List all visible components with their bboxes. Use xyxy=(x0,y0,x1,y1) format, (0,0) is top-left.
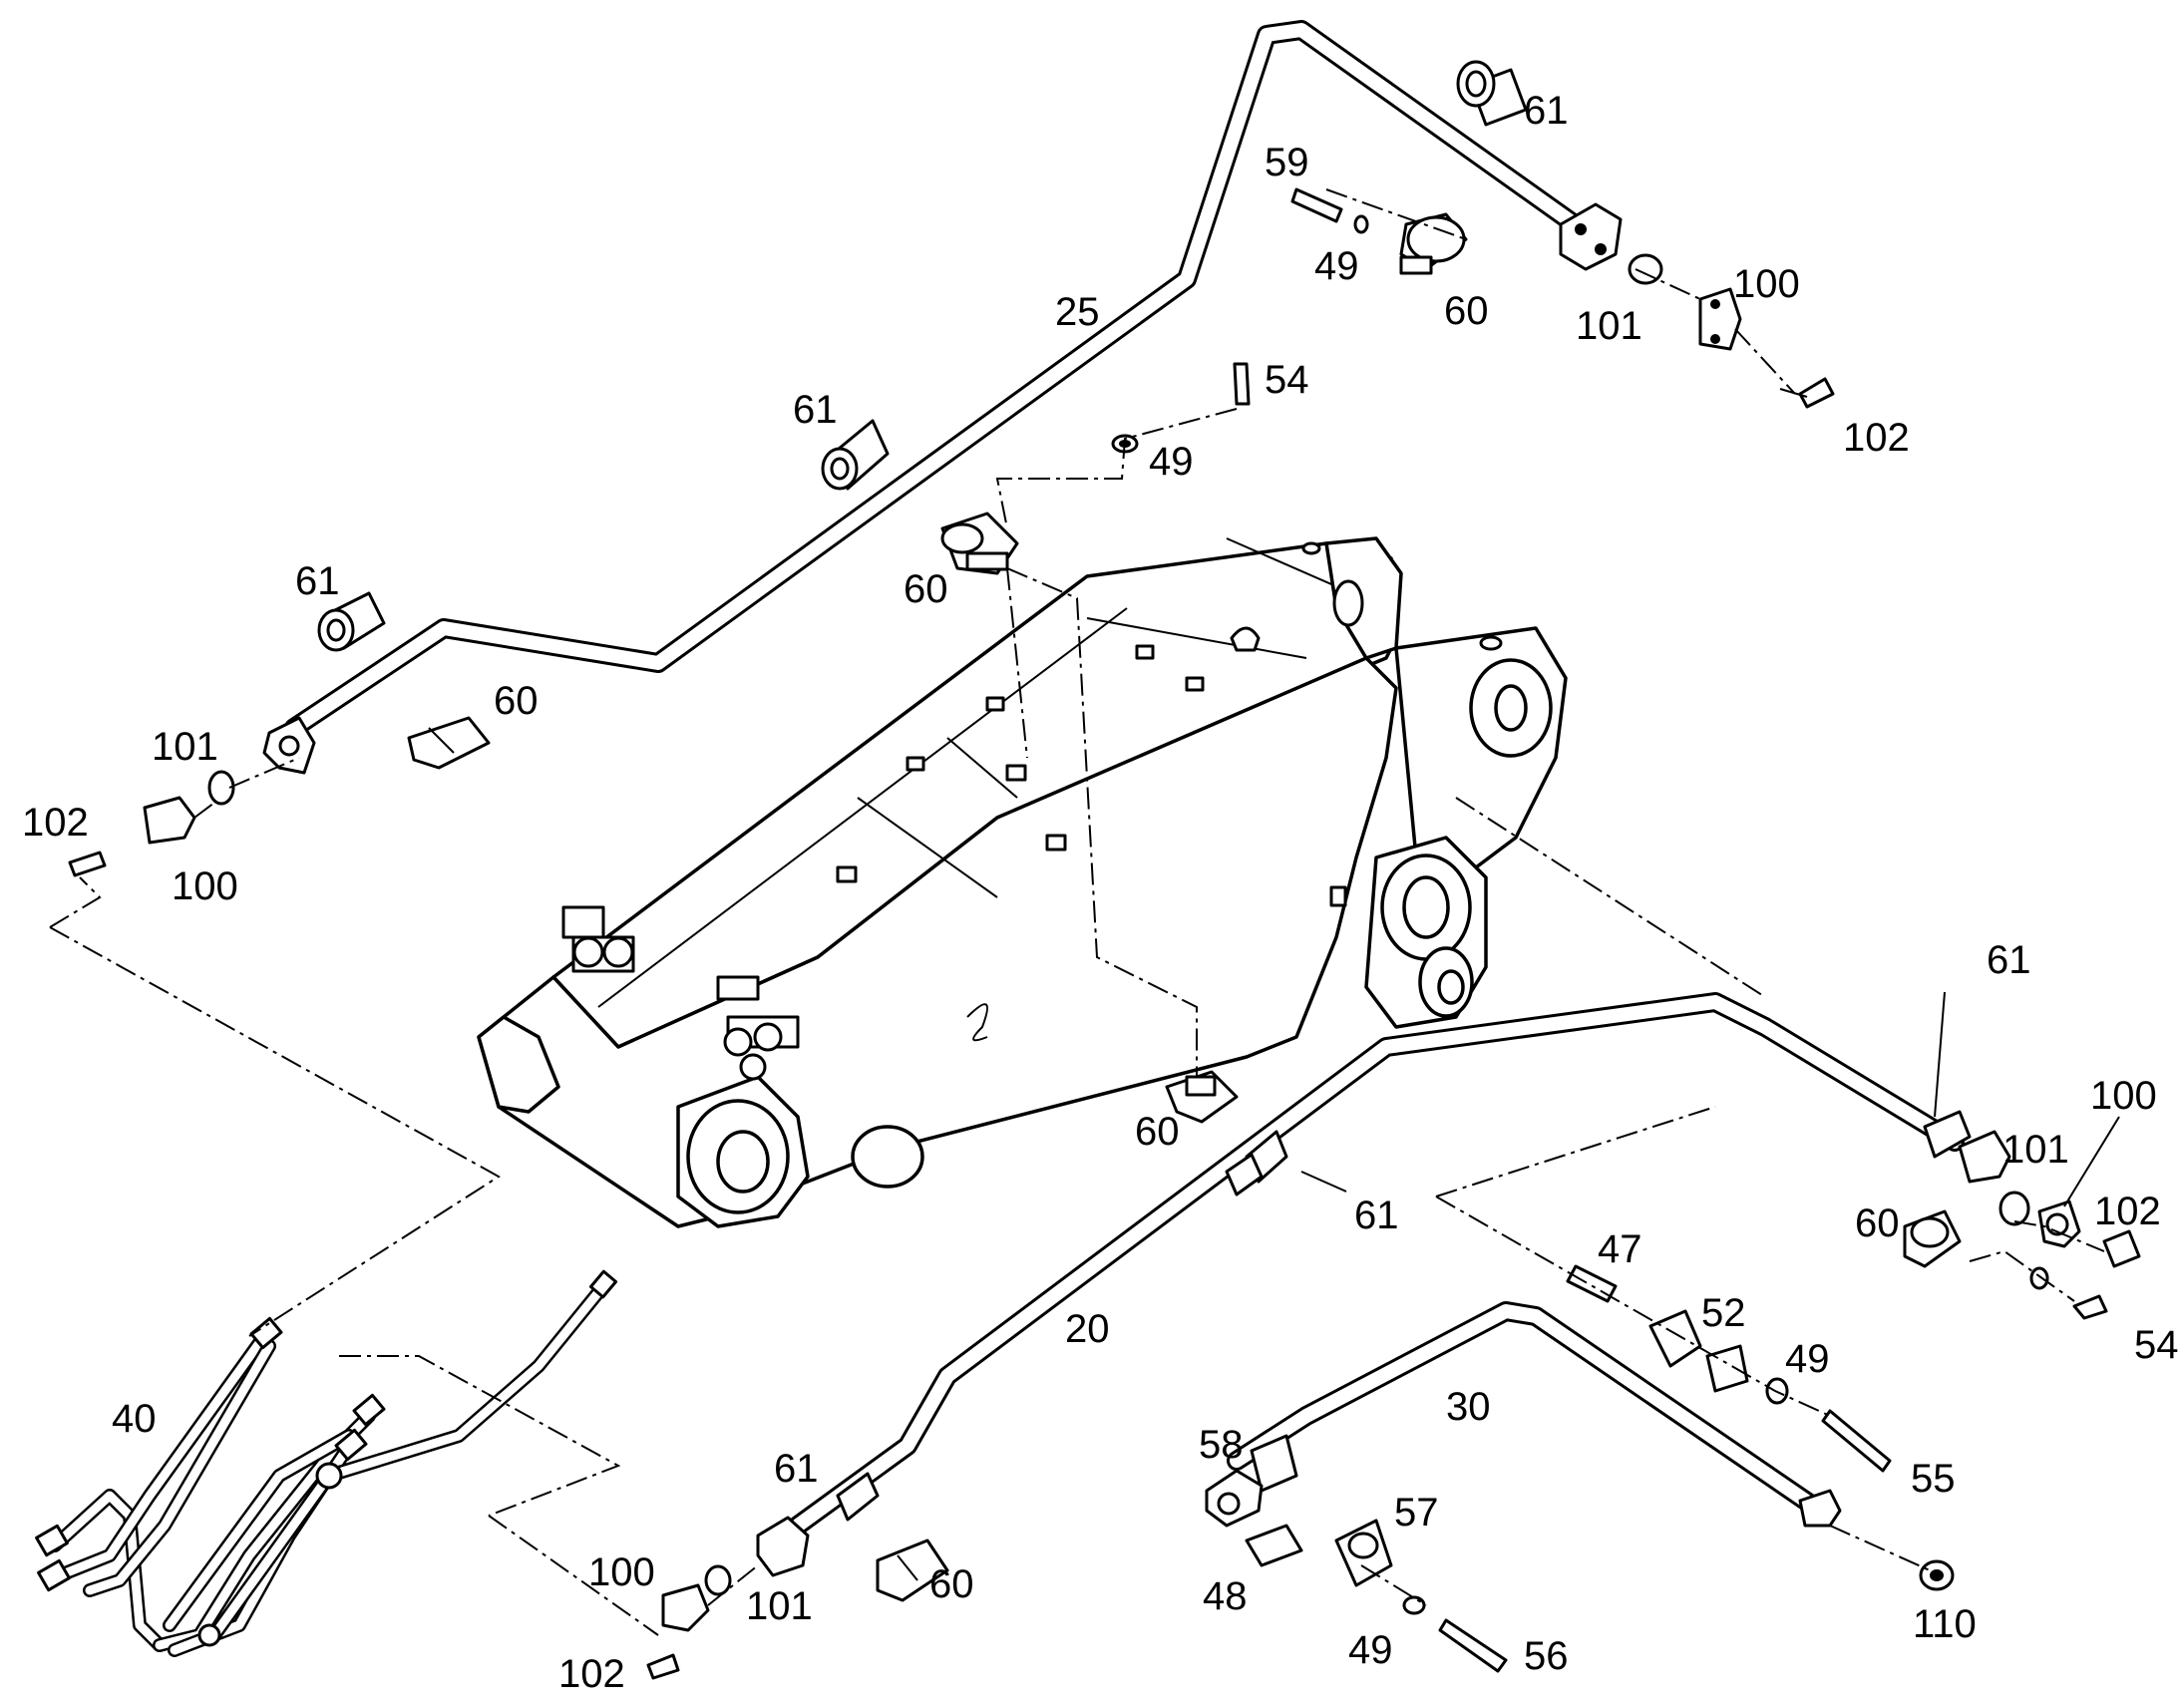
callout-101: 101 xyxy=(746,1584,813,1628)
callout-25: 25 xyxy=(1055,290,1100,334)
flange-group-left xyxy=(68,770,235,877)
callout-102: 102 xyxy=(22,801,89,845)
callout-60: 60 xyxy=(929,1562,974,1606)
pipe-30 xyxy=(1205,1301,1842,1528)
callout-61: 61 xyxy=(1354,1194,1399,1237)
sleeve-61-mid xyxy=(821,419,890,491)
callout-102: 102 xyxy=(558,1652,625,1696)
callout-54: 54 xyxy=(2134,1323,2179,1367)
boom-arm xyxy=(477,536,1568,1228)
callout-52: 52 xyxy=(1701,1291,1746,1335)
callout-56: 56 xyxy=(1524,1634,1569,1678)
callout-102: 102 xyxy=(2094,1190,2161,1233)
callout-100: 100 xyxy=(2090,1074,2157,1118)
callout-60: 60 xyxy=(904,567,948,611)
callouts: 25 61 59 49 60 101 100 102 54 61 49 60 6… xyxy=(22,89,2179,1696)
callout-100: 100 xyxy=(588,1550,655,1594)
callout-20: 20 xyxy=(1065,1307,1110,1351)
callout-100: 100 xyxy=(1733,262,1800,306)
callout-60: 60 xyxy=(494,679,539,723)
fasteners xyxy=(1111,187,2049,1673)
callout-101: 101 xyxy=(2002,1128,2069,1172)
callout-49: 49 xyxy=(1348,1628,1393,1672)
flange-group-bottom xyxy=(646,1564,732,1680)
clamp-60-left xyxy=(407,716,491,770)
callout-61: 61 xyxy=(1987,938,2031,982)
callout-60: 60 xyxy=(1135,1110,1180,1154)
callout-58: 58 xyxy=(1199,1423,1244,1467)
assembly-lines xyxy=(49,188,2105,1636)
callout-60: 60 xyxy=(1855,1201,1900,1245)
pipe-20 xyxy=(756,992,2011,1577)
callout-60: 60 xyxy=(1444,289,1489,333)
flange-group-top xyxy=(1628,253,1835,409)
sleeve-61-left xyxy=(317,591,386,652)
hose-bundle-40 xyxy=(35,1269,618,1657)
callout-61: 61 xyxy=(295,559,340,603)
callout-101: 101 xyxy=(152,725,218,769)
clamp-60-bottom xyxy=(876,1538,949,1602)
callout-61: 61 xyxy=(1524,89,1569,133)
clamp-60-mid xyxy=(940,512,1019,575)
callout-40: 40 xyxy=(112,1397,157,1441)
callout-102: 102 xyxy=(1843,416,1910,460)
callout-49: 49 xyxy=(1314,244,1359,288)
callout-61: 61 xyxy=(793,388,838,432)
callout-110: 110 xyxy=(1913,1602,1977,1646)
callout-57: 57 xyxy=(1394,1491,1439,1535)
callout-48: 48 xyxy=(1203,1574,1248,1618)
misc-parts xyxy=(1245,1264,1955,1591)
flange-group-right xyxy=(1998,1191,2141,1320)
callout-59: 59 xyxy=(1265,141,1309,184)
callout-49: 49 xyxy=(1149,440,1194,484)
sleeve-61-top xyxy=(1456,60,1528,127)
leader-lines xyxy=(1300,991,2120,1207)
callout-47: 47 xyxy=(1598,1227,1642,1271)
callout-30: 30 xyxy=(1446,1385,1491,1429)
pipe-25 xyxy=(262,20,1623,775)
callout-49: 49 xyxy=(1785,1337,1830,1381)
valve-block-front xyxy=(561,905,800,1081)
callout-101: 101 xyxy=(1576,304,1642,348)
callout-55: 55 xyxy=(1911,1457,1956,1501)
callout-54: 54 xyxy=(1265,358,1309,402)
callout-61: 61 xyxy=(774,1447,819,1491)
clamp-60-right xyxy=(1903,1209,1962,1268)
clamp-60-top xyxy=(1399,212,1468,275)
clamp-60-boom xyxy=(1165,1070,1239,1124)
callout-100: 100 xyxy=(172,864,238,908)
